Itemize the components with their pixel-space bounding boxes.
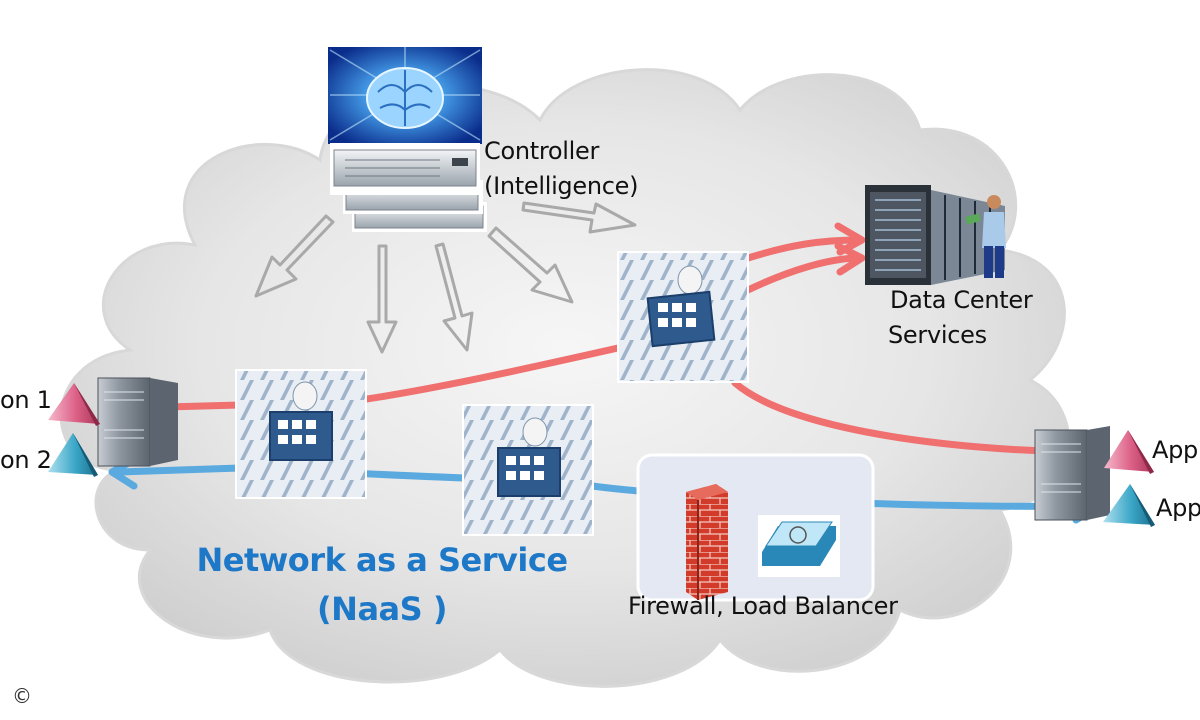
brain-icon [328,47,482,144]
load-balancer-icon [758,515,840,577]
red-flow-switch-link [356,344,622,404]
naas-switch-bottom [462,404,594,536]
copyright-mark: © [12,684,32,708]
naas-label-line1: Network as a Service [196,541,568,579]
left-app1-pyramid [48,383,100,426]
red-flow-to-datacenter-b [744,254,864,294]
left-app2-label: on 2 [0,446,52,474]
red-arrowhead-2 [834,242,866,276]
left-app-server [97,377,178,467]
right-app1-pyramid [1104,430,1154,474]
control-arrow-4 [487,226,574,304]
data-center-label-line2: Services [888,321,987,349]
right-app1-label: App [1152,436,1198,464]
controller-label-line1: Controller [484,137,600,165]
left-app2-pyramid [48,433,98,477]
data-center-label-line1: Data Center [890,286,1033,314]
control-arrow-5 [521,201,637,234]
control-arrow-1 [254,214,335,298]
red-flows [126,236,1084,456]
control-arrows [254,201,637,354]
right-app2-label: App [1156,494,1200,522]
technician-figure [965,195,1006,278]
right-app2-pyramid [1103,484,1155,527]
naas-switch-left [235,369,367,499]
red-flow-to-datacenter-a [744,236,864,262]
right-app-server [1034,426,1110,521]
controller-label-line2: (Intelligence) [484,172,639,200]
naas-label-line2: (NaaS ) [317,590,447,628]
control-arrow-3 [434,242,474,352]
naas-switch-top [617,251,749,383]
controller-server-icon [330,143,487,232]
control-arrow-2 [366,244,398,354]
firewall-icon [686,484,728,600]
blue-flow-to-left-app [116,464,244,476]
services-label: Firewall, Load Balancer [628,592,898,620]
left-app1-label: on 1 [0,386,52,414]
red-flow-to-right-app [731,379,1084,456]
